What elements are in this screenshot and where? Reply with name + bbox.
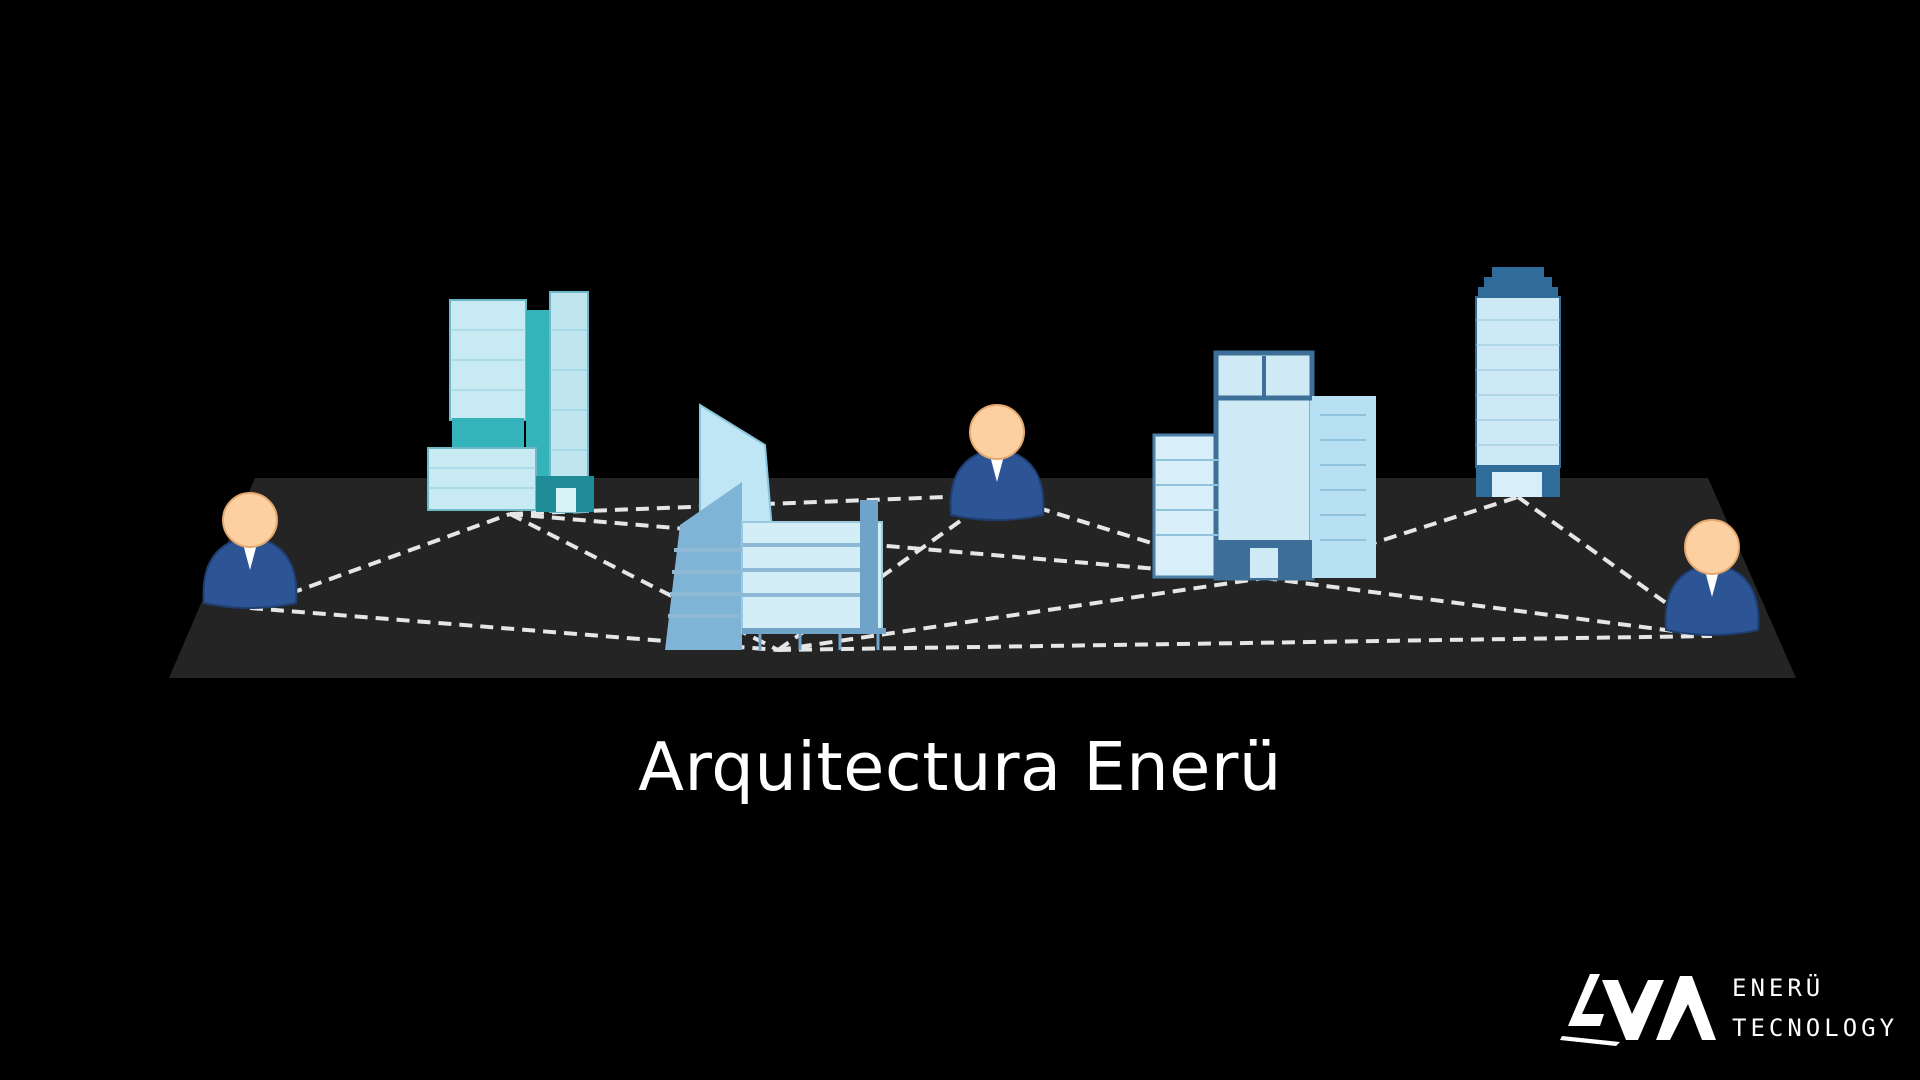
- center-glass-building: [665, 403, 886, 650]
- skyscraper-building: [1475, 267, 1561, 497]
- platform: [169, 478, 1796, 678]
- brand-line-1: ENERÜ: [1732, 974, 1825, 1002]
- eva-logo-icon: [1560, 974, 1716, 1046]
- person-center-icon: [949, 404, 1045, 521]
- connection-line: [509, 512, 779, 652]
- connection-line: [1263, 576, 1713, 638]
- person-right-icon: [1664, 519, 1760, 636]
- office-complex-building: [1152, 350, 1376, 581]
- connection-line: [777, 634, 1713, 652]
- diagram-title: Arquitectura Enerü: [638, 728, 1282, 806]
- connection-line: [509, 512, 1265, 580]
- brand-logo: ENERÜ TECNOLOGY: [1560, 968, 1900, 1048]
- tower-teal-building: [427, 291, 594, 513]
- connection-line: [777, 576, 1265, 652]
- brand-line-2: TECNOLOGY: [1732, 1014, 1899, 1042]
- person-left-icon: [202, 492, 298, 609]
